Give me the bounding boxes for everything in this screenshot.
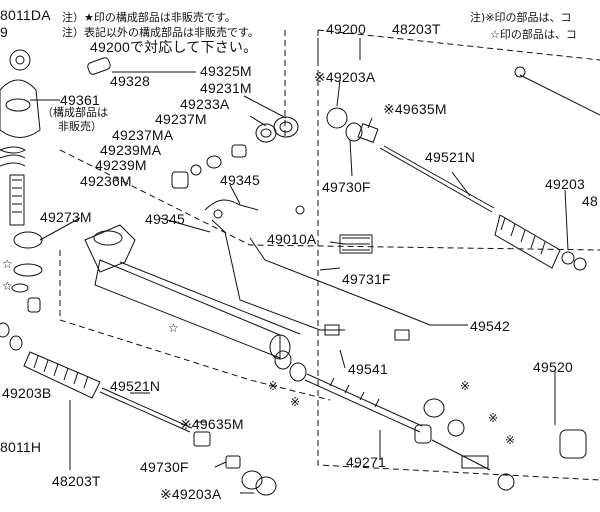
note-right2: ☆印の部品は、コ	[490, 28, 577, 41]
lower-left-boot	[0, 322, 277, 496]
part-label-49203B: 49203B	[2, 385, 52, 401]
note-line1: 注）★印の構成部品は非販売です。	[62, 11, 236, 24]
part-label-49200-ref: 49200で対応して下さい。	[90, 39, 258, 55]
svg-text:※: ※	[505, 433, 515, 447]
part-label-48203T-top: 48203T	[392, 21, 441, 37]
part-label-48203T-bottom: 48203T	[52, 473, 101, 489]
part-label-49010A: 49010A	[267, 231, 317, 247]
part-label-49520: 49520	[533, 359, 573, 375]
svg-text:※: ※	[488, 411, 498, 425]
sub-parts-note2: 非販売）	[58, 120, 102, 133]
part-label-49236M: 49236M	[80, 173, 132, 189]
part-label-49328: 49328	[110, 73, 150, 89]
seal-stack	[171, 116, 299, 189]
part-label-49635M-bottom: ※49635M	[180, 416, 244, 432]
part-label-49237MA: 49237MA	[112, 127, 174, 143]
hydraulic-pipes	[204, 199, 431, 341]
upper-left-parts	[0, 49, 43, 313]
assembly-outline	[59, 29, 600, 481]
svg-text:※: ※	[290, 395, 300, 409]
upper-right-tie-rod	[326, 66, 600, 271]
leader-lines	[30, 38, 569, 494]
part-label-49203A-top: ※49203A	[314, 69, 376, 85]
bracket-49731F	[339, 234, 373, 254]
note-right1: 注)※印の部品は、コ	[470, 11, 572, 24]
rack-49271	[274, 350, 587, 491]
part-label-49541: 49541	[348, 361, 388, 377]
part-label-49200-top: 49200	[326, 21, 366, 37]
svg-text:☆: ☆	[2, 257, 13, 271]
part-label-49203-right: 49203	[545, 176, 585, 192]
svg-text:※: ※	[460, 379, 470, 393]
markers: ☆ ☆ ☆ ※ ※ ※ ※ ※	[2, 257, 515, 447]
part-label-49271: 49271	[346, 454, 386, 470]
note-line2: 注）表記以外の構成部品は非販売です。	[62, 26, 259, 39]
part-label-49521N-bottom: 49521N	[110, 378, 161, 394]
part-label-49237M: 49237M	[155, 111, 207, 127]
part-label-49233A: 49233A	[180, 96, 230, 112]
part-label-49731F: 49731F	[342, 271, 391, 287]
part-label-49730F-top: 49730F	[322, 179, 371, 195]
svg-text:☆: ☆	[168, 321, 179, 335]
part-label-49325M: 49325M	[200, 63, 252, 79]
svg-text:☆: ☆	[2, 279, 13, 293]
part-label-49361: 49361	[60, 92, 100, 108]
part-label-48-right: 48	[582, 193, 598, 209]
part-label-49273M: 49273M	[40, 209, 92, 225]
part-label-49345-a: 49345	[220, 172, 260, 188]
part-label-48011H: 8011H	[0, 439, 42, 455]
part-label-49521N-top: 49521N	[425, 149, 476, 165]
part-label-49239MA: 49239MA	[100, 142, 162, 158]
part-label-49542: 49542	[470, 318, 510, 334]
part-label-49345-b: 49345	[145, 211, 185, 227]
part-label-48011DA: 8011DA	[0, 7, 51, 23]
part-label-49635M-top: ※49635M	[383, 101, 447, 117]
part-label-49730F-bottom: 49730F	[140, 459, 189, 475]
part-label-49239M: 49239M	[95, 157, 147, 173]
part-label-9: 9	[0, 24, 8, 40]
part-label-49203A-bottom: ※49203A	[160, 486, 222, 502]
part-49328	[87, 57, 180, 75]
gear-housing	[84, 224, 301, 360]
svg-text:※: ※	[268, 379, 278, 393]
sub-parts-note1: （構成部品は	[42, 106, 108, 119]
part-label-49231M: 49231M	[200, 80, 252, 96]
